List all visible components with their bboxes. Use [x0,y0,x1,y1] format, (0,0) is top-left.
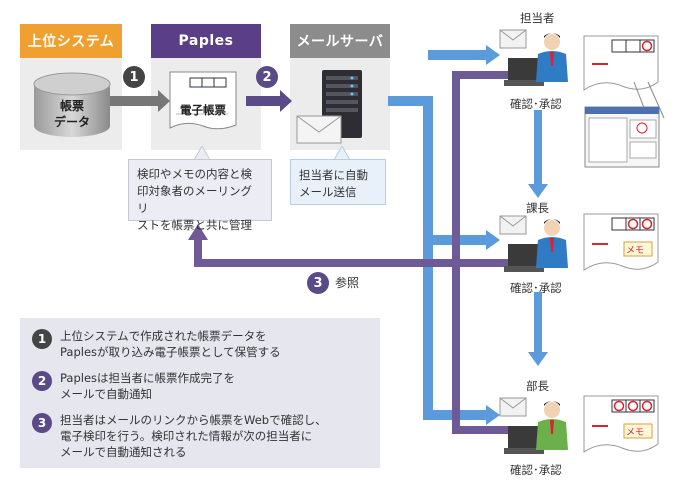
legend-3-line1: 担当者はメールのリンクから帳票をWebで確認し、 [60,413,327,427]
role-action-2: 確認･承認 [510,281,562,295]
paples-callout-line2: 印対象者のメーリングリ [137,184,252,215]
document-label: 電子帳票 [180,103,226,117]
upper-system-title: 上位システム [27,34,115,50]
blue-down-2 [528,352,548,366]
mail-server-header: メールサーバ [290,24,390,58]
paples-title: Paples [178,33,234,49]
mail-callout-line1: 担当者に自動 [299,168,368,182]
db-label-line2: データ [53,115,90,129]
stamped-document-3 [583,395,659,453]
legend-2-line2: メールで自動通知 [60,387,152,401]
legend-item-2: 2 Paplesは担当者に帳票作成完了を メールで自動通知 [32,370,235,402]
blue-arrowhead-2 [486,230,500,250]
document-icon [169,71,237,130]
paples-callout: 検印やメモの内容と検 印対象者のメーリングリ ストを帳票と共に管理 [128,159,272,232]
database-icon [33,72,111,137]
blue-arrowhead-1 [486,45,500,65]
person-computer-icon-1 [499,29,568,86]
legend-2-line1: Paplesは担当者に帳票作成完了を [60,371,236,385]
legend-num-3: 3 [32,413,52,433]
role-action-3: 確認･承認 [510,463,562,477]
legend-1-line2: Paplesが取り込み電子帳票として保管する [60,345,281,359]
db-label: 帳票 データ [30,98,114,130]
paples-callout-line3: ストを帳票と共に管理 [137,218,252,232]
legend-3-line2: 電子検印を行う。検印された情報が次の担当者に [60,429,313,443]
step-1-badge: 1 [123,66,145,88]
mail-server-title: メールサーバ [296,34,384,50]
db-label-line1: 帳票 [59,99,84,113]
web-window-screenshot [584,106,660,168]
legend-item-3: 3 担当者はメールのリンクから帳票をWebで確認し、 電子検印を行う。検印された… [32,412,327,460]
callout-pointer-mail [333,146,351,160]
arrow-paples-to-mail [246,90,292,112]
upper-system-header: 上位システム [20,24,122,58]
role-title-tantousha: 担当者 [520,11,555,25]
stamped-document-2 [583,213,659,271]
mail-callout-line2: メール送信 [299,185,357,199]
blue-down-1 [528,184,548,198]
blue-arrowhead-3 [486,405,500,425]
stamped-document-1 [583,35,659,91]
step-2-badge: 2 [256,66,278,88]
mail-callout: 担当者に自動 メール送信 [290,159,386,205]
memo-label-2: メモ [626,428,645,438]
refer-label: 参照 [335,276,360,290]
person-computer-icon-2 [499,215,568,272]
arrow-db-to-paples [108,90,170,112]
legend-box: 1 上位システムで作成された帳票データを Paplesが取り込み電子帳票として保… [20,318,380,468]
person-computer-icon-3 [499,397,568,454]
blue-mail-path [388,50,488,420]
legend-3-line3: メールで自動通知される [60,445,187,459]
role-title-kachou: 課長 [526,201,549,215]
envelope-icon-server [296,115,342,144]
paples-callout-line1: 検印やメモの内容と検 [137,167,252,181]
role-title-buchou: 部長 [526,379,549,393]
legend-1-line1: 上位システムで作成された帳票データを [60,329,267,343]
memo-label-1: メモ [626,246,645,256]
paples-header: Paples [151,24,261,58]
legend-num-1: 1 [32,329,52,349]
legend-num-2: 2 [32,371,52,391]
purple-arrowhead-up [188,224,208,240]
step-3-badge: 3 [307,272,329,294]
role-action-1: 確認･承認 [510,97,562,111]
callout-pointer-paples [193,146,211,160]
legend-item-1: 1 上位システムで作成された帳票データを Paplesが取り込み電子帳票として保… [32,328,281,360]
